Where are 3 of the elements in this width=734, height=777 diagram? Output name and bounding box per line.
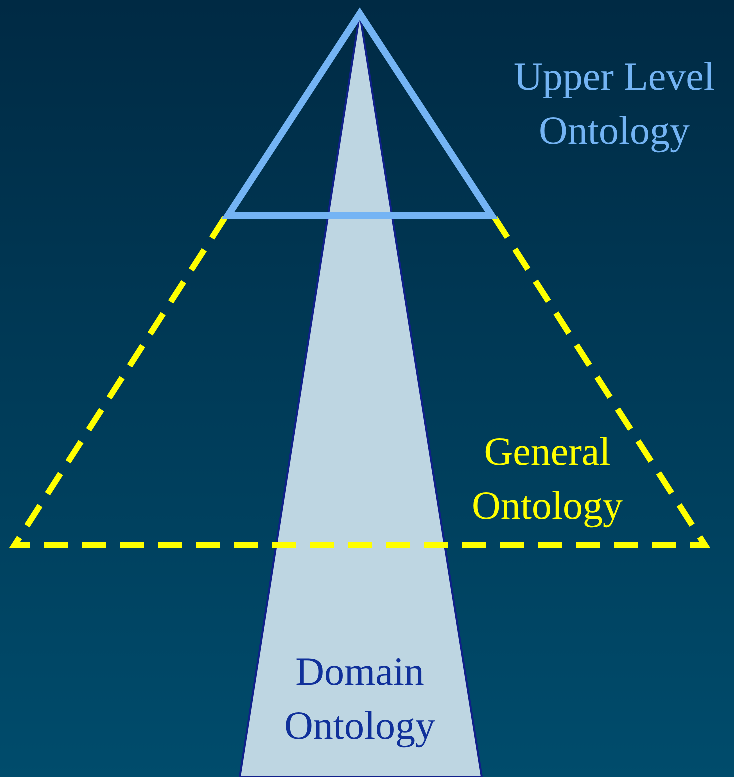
triangle-label: Upper Level Ontology	[512, 53, 716, 155]
triangle-label: General Ontology	[470, 428, 624, 530]
wedge-label: Domain Ontology	[283, 648, 437, 750]
